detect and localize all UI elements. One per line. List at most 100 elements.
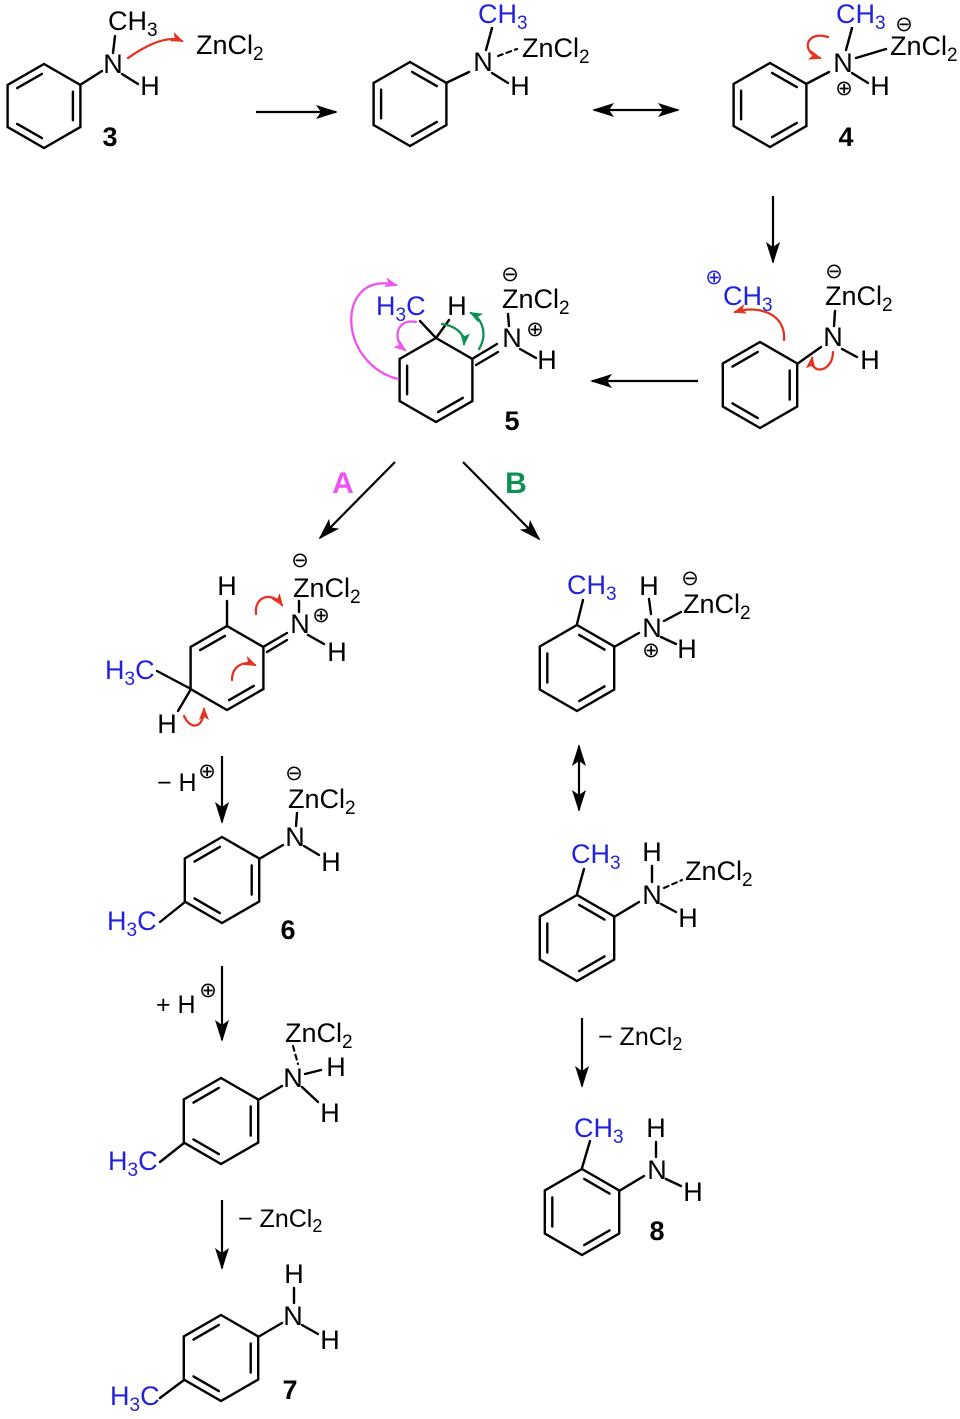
hydrogen-label: H bbox=[639, 571, 659, 601]
double-bond-inner bbox=[578, 955, 606, 973]
ring-bond bbox=[732, 61, 808, 149]
plus-charge: ⊕ bbox=[312, 603, 330, 627]
structure-para-diene-intermediate: H ⊖ ZnCl2 N ⊕ H H3C H bbox=[105, 548, 361, 739]
bond bbox=[158, 1141, 186, 1164]
curved-arrow-green-to-h bbox=[469, 311, 485, 351]
hydrogen-label: H bbox=[683, 1177, 703, 1207]
bond bbox=[470, 342, 499, 361]
methyl-label: CH3 bbox=[571, 839, 621, 874]
zncl2-label: ZnCl2 bbox=[196, 30, 264, 65]
step-label-plus-h: + H bbox=[156, 991, 196, 1019]
structure-ammonium-4: CH3 ⊖ ZnCl2 N ⊕ H 4 bbox=[804, 0, 958, 152]
bond bbox=[518, 347, 538, 360]
structure-methyleneammonium-5: H3C H ⊖ ZnCl2 N ⊕ H 5 bbox=[350, 262, 570, 436]
step-label-minus-zncl2: − ZnCl2 bbox=[598, 1023, 682, 1054]
bond bbox=[490, 71, 510, 85]
structure-zncl2-adduct: CH3 N H ZnCl2 bbox=[444, 0, 590, 101]
double-bond-inner bbox=[192, 1323, 221, 1341]
compound-number-8: 8 bbox=[649, 1216, 664, 1246]
bond bbox=[291, 1044, 300, 1066]
hydrogen-label: H bbox=[678, 903, 698, 933]
double-bond-inner bbox=[16, 122, 44, 140]
hydrogen-label: H bbox=[157, 709, 177, 739]
bond bbox=[580, 1139, 592, 1170]
bond bbox=[294, 811, 299, 828]
bond bbox=[120, 72, 140, 86]
double-bond-inner bbox=[770, 121, 798, 139]
structure-n-methylaniline-3: CH3 N H ZnCl2 3 bbox=[78, 6, 264, 152]
bond bbox=[840, 347, 859, 359]
curved-arrow-ch3-to-n bbox=[806, 34, 830, 60]
zncl2-label: ZnCl2 bbox=[890, 31, 958, 66]
hydrogen-label: H bbox=[860, 345, 880, 375]
branch-arrow-b bbox=[462, 461, 541, 541]
bond bbox=[832, 309, 837, 328]
ring-bond bbox=[538, 893, 616, 983]
hydrogen-label: H bbox=[326, 1052, 346, 1082]
nitrogen-label: N bbox=[103, 49, 123, 79]
curved-arrow-red-middle bbox=[230, 655, 257, 682]
ring-bond bbox=[189, 624, 265, 712]
bond bbox=[612, 900, 641, 919]
double-bond-inner bbox=[583, 1229, 611, 1247]
hydrogen-label: H bbox=[510, 71, 530, 101]
nitrogen-label: N bbox=[833, 48, 853, 78]
bond bbox=[617, 1174, 646, 1193]
double-bond-inner bbox=[192, 1138, 221, 1156]
bond bbox=[662, 878, 684, 890]
hydrogen-label: H bbox=[677, 634, 697, 664]
bond bbox=[257, 843, 285, 861]
curved-arrow-ring-to-ch3 bbox=[733, 304, 786, 342]
zncl2-label: ZnCl2 bbox=[293, 573, 361, 608]
bond bbox=[474, 350, 500, 367]
plus-charge: ⊕ bbox=[642, 638, 660, 662]
structure-methyl-cation-anilide: ⊕ CH3 ⊖ ZnCl2 N H bbox=[705, 259, 892, 375]
minus-charge: ⊖ bbox=[291, 548, 309, 572]
step-minus-h: − H ⊕ bbox=[157, 756, 229, 824]
zncl2-label: ZnCl2 bbox=[683, 589, 751, 624]
nitrogen-label: N bbox=[502, 323, 522, 353]
curved-arrow-red-top bbox=[254, 593, 284, 616]
branch-arrow-a bbox=[318, 461, 396, 540]
hydrogen-label: H bbox=[327, 637, 347, 667]
nitrogen-label: N bbox=[290, 609, 310, 639]
methyl-label: H3C bbox=[107, 906, 157, 941]
methyl-label: H3C bbox=[376, 291, 426, 326]
curved-arrow-n-to-ring bbox=[805, 350, 835, 371]
bond bbox=[484, 26, 494, 52]
ring-bond bbox=[6, 62, 82, 150]
double-bond-inner bbox=[192, 1375, 221, 1393]
nitrogen-label: N bbox=[283, 1301, 303, 1331]
double-bond-inner bbox=[583, 1177, 611, 1195]
zncl2-label: ZnCl2 bbox=[685, 856, 753, 891]
double-bond-inner bbox=[578, 685, 606, 703]
ring-bond bbox=[183, 835, 261, 925]
bond bbox=[306, 633, 326, 646]
compound-number-4: 4 bbox=[838, 122, 853, 152]
zncl2-label: ZnCl2 bbox=[288, 784, 356, 819]
compound-number-7: 7 bbox=[282, 1375, 297, 1405]
structure-p-toluidine-7: H N H H3C 7 bbox=[110, 1259, 340, 1416]
bond bbox=[265, 638, 289, 654]
bond bbox=[662, 610, 683, 623]
ring-bond bbox=[398, 336, 474, 424]
bond bbox=[256, 1084, 284, 1102]
double-bond-inner bbox=[731, 350, 759, 368]
bond bbox=[496, 47, 519, 58]
bond bbox=[303, 1068, 323, 1076]
hydrogen-label: H bbox=[537, 345, 557, 375]
hydrogen-label: H bbox=[320, 1325, 340, 1355]
methyl-label: H3C bbox=[108, 1146, 158, 1181]
ring-bond bbox=[721, 340, 799, 430]
structure-o-toluidinium: CH3 H ⊖ ZnCl2 N ⊕ H bbox=[567, 566, 751, 664]
minus-charge: ⊖ bbox=[681, 566, 699, 590]
double-bond-inner bbox=[198, 634, 227, 652]
ring-bond bbox=[182, 1313, 260, 1403]
bond bbox=[155, 669, 193, 691]
hydrogen-label: H bbox=[320, 1098, 340, 1128]
step-plus-h: + H ⊕ bbox=[156, 966, 229, 1042]
double-bond-inner bbox=[410, 70, 438, 88]
methyl-label: CH3 bbox=[567, 570, 617, 605]
zncl2-label: ZnCl2 bbox=[522, 33, 590, 68]
plus-charge: ⊕ bbox=[705, 265, 723, 289]
